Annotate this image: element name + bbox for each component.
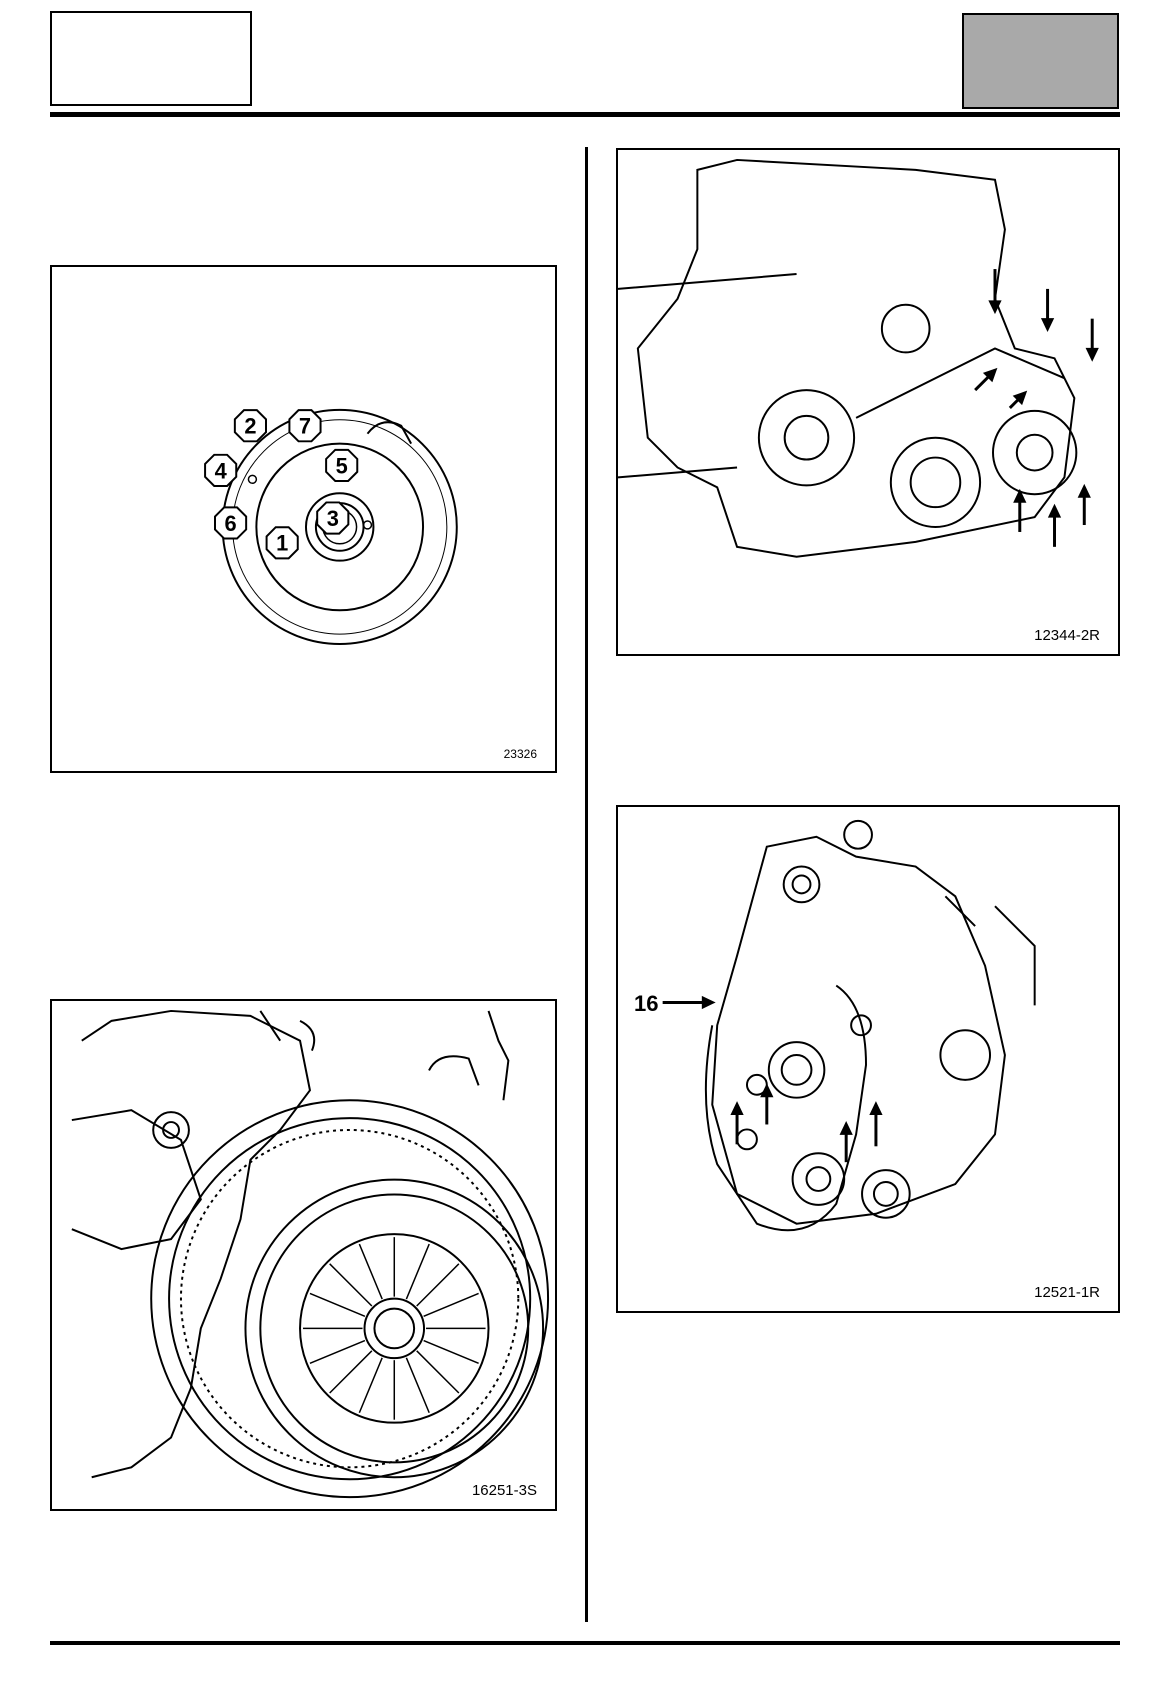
bolt-number-label: 7 bbox=[299, 414, 311, 439]
clutch-finger bbox=[416, 1263, 460, 1307]
figure-engine-timing-side: 16 12521-1R bbox=[616, 805, 1120, 1313]
bolt-1 bbox=[265, 526, 299, 560]
arrow-head bbox=[1012, 390, 1028, 406]
clutch-finger bbox=[309, 1339, 366, 1365]
arrow-head bbox=[869, 1101, 883, 1116]
bolt-5 bbox=[325, 448, 359, 482]
bolt-3 bbox=[316, 501, 350, 535]
figure-clutch-flywheel: 16251-3S bbox=[50, 999, 557, 1511]
arrow-head bbox=[730, 1101, 744, 1116]
arrow-head bbox=[839, 1121, 853, 1135]
clutch-finger bbox=[405, 1243, 430, 1300]
clutch-finger bbox=[329, 1263, 373, 1307]
callout-16: 16 bbox=[634, 991, 659, 1016]
bolt-number-label: 3 bbox=[327, 506, 339, 531]
bolt-number-label: 1 bbox=[276, 531, 288, 556]
bolt-number-label: 4 bbox=[215, 458, 228, 483]
bolt-6 bbox=[214, 506, 248, 540]
figure-ref-label: 16251-3S bbox=[471, 1482, 537, 1499]
clutch-finger bbox=[423, 1339, 479, 1365]
clutch-drawing bbox=[71, 1009, 550, 1499]
clutch-finger bbox=[423, 1292, 479, 1317]
engine-block-drawing bbox=[618, 158, 1099, 558]
arrow-head bbox=[988, 300, 1002, 315]
arrow-head bbox=[1013, 488, 1027, 503]
clutch-finger bbox=[358, 1357, 383, 1414]
figure-engine-block: 12344-2R bbox=[616, 148, 1120, 656]
figure-ref-label: 23326 bbox=[503, 747, 537, 761]
header-box-right bbox=[962, 13, 1119, 109]
arrow-head bbox=[1047, 503, 1062, 518]
header-rule bbox=[50, 112, 1120, 117]
bolt-7 bbox=[288, 409, 322, 443]
arrow-head bbox=[1077, 483, 1091, 498]
clutch-finger bbox=[405, 1357, 430, 1414]
arrow-head bbox=[1040, 318, 1055, 333]
header-box-left bbox=[50, 11, 252, 106]
footer-rule bbox=[50, 1641, 1120, 1645]
clutch-finger bbox=[416, 1350, 460, 1394]
bolt-number-label: 5 bbox=[336, 453, 348, 478]
arrow-head bbox=[701, 995, 716, 1010]
flywheel-drawing: 2 7 4 5 6 3 1 bbox=[204, 408, 458, 645]
engine-timing-drawing bbox=[662, 819, 1036, 1232]
bolt-4 bbox=[204, 453, 238, 487]
arrow-head bbox=[760, 1083, 774, 1098]
clutch-finger bbox=[358, 1243, 383, 1300]
clutch-finger bbox=[329, 1350, 373, 1394]
clutch-finger bbox=[309, 1292, 366, 1317]
arrow-head bbox=[1085, 347, 1099, 362]
figure-ref-label: 12521-1R bbox=[1034, 1284, 1100, 1301]
figure-ref-label: 12344-2R bbox=[1034, 627, 1100, 644]
arrow-head bbox=[982, 367, 998, 383]
column-divider bbox=[585, 147, 588, 1622]
bolt-number-label: 6 bbox=[225, 511, 237, 536]
figure-flywheel-bolt-order: 2 7 4 5 6 3 1 23326 bbox=[50, 265, 557, 773]
bolt-2 bbox=[233, 409, 267, 443]
bolt-number-label: 2 bbox=[244, 414, 256, 439]
